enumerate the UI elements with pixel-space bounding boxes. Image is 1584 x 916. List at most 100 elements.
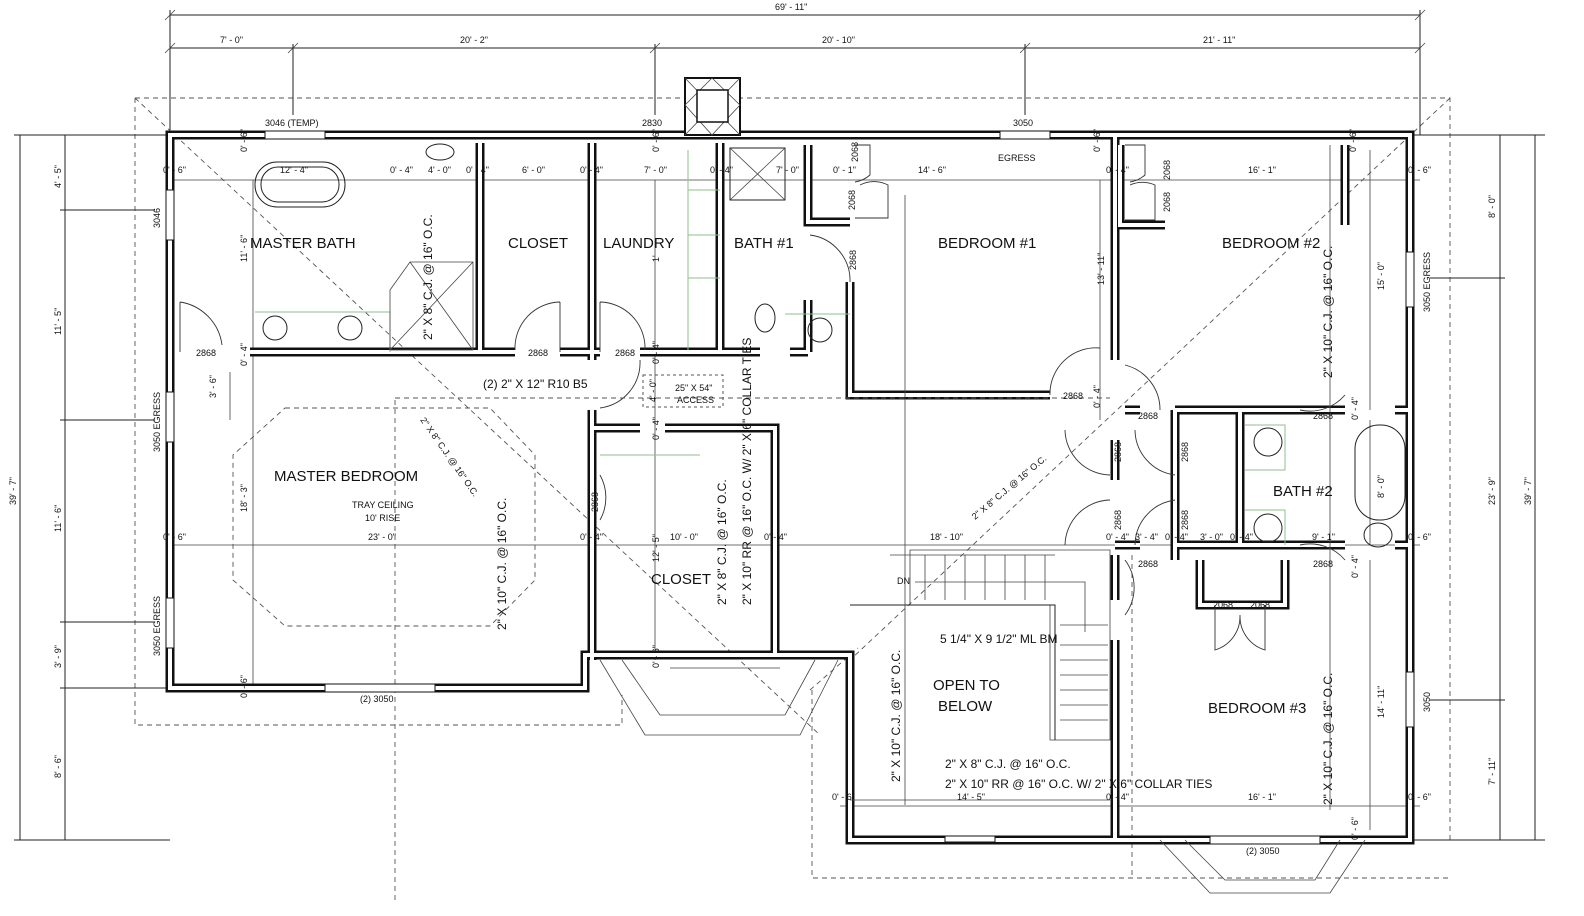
joist-note: 2" X 10" C.J. @ 16" O.C. — [1321, 246, 1335, 378]
dim-label: 0' - 6" — [1348, 129, 1358, 152]
dim-label: 0' - 4" — [466, 165, 489, 175]
left-dim: 8' - 6" — [53, 755, 63, 778]
door-label: 2868 — [1313, 559, 1333, 569]
dim-label: 0' - 6" — [163, 532, 186, 542]
tray-ceiling-rise: 10' RISE — [365, 513, 400, 523]
right-dim: 7' - 11" — [1487, 758, 1497, 785]
room-bath-1: BATH #1 — [734, 235, 794, 252]
dim-label: 0' - 4" — [239, 343, 249, 366]
dim-label: 16' - 1" — [1248, 792, 1276, 802]
right-dim: 23' - 9" — [1487, 477, 1497, 505]
open-to-below: OPEN TO — [933, 677, 1000, 694]
doors — [179, 144, 1346, 651]
dimension-lines — [14, 9, 1545, 841]
dim-label: 0' - 4" — [1350, 397, 1360, 420]
door-label: 2868 — [1180, 510, 1190, 530]
window-label: 3046 — [152, 208, 162, 228]
dim-label: 8' - 0" — [1376, 475, 1386, 498]
tray-ceiling-note: TRAY CEILING — [352, 500, 414, 510]
dim-label: 10' - 0" — [670, 532, 698, 542]
room-bedroom-2: BEDROOM #2 — [1222, 235, 1320, 252]
room-closet-2: CLOSET — [651, 571, 711, 588]
dim-label: 0' - 4" — [1165, 532, 1188, 542]
room-bedroom-1: BEDROOM #1 — [938, 235, 1036, 252]
windows — [165, 130, 1415, 845]
row3-dimensions: 0' - 6" 14' - 5" 0' - 4" 16' - 1" 0' - 6… — [832, 792, 1431, 802]
room-master-bath: MASTER BATH — [250, 235, 356, 252]
tray-ceiling-outline — [232, 145, 1331, 810]
dim-label: 12' - 5" — [651, 534, 661, 562]
joist-note: 2" X 8" C.J. @ 16" O.C. — [715, 479, 729, 605]
dim-label: 0' - 6" — [1408, 165, 1431, 175]
left-dim: 11' - 6" — [53, 505, 63, 532]
left-dim: 11' - 5" — [53, 308, 63, 335]
dim-label: 0' - 4" — [390, 165, 413, 175]
access-size: 25" X 54" — [675, 383, 712, 393]
dim-label: 0' - 1" — [833, 165, 856, 175]
dim-label: 13' - 11" — [1096, 253, 1106, 285]
left-dim: 3' - 6" — [208, 375, 218, 398]
door-label: 2068 — [1250, 600, 1270, 610]
dim-label: 0' - 4" — [764, 532, 787, 542]
dim-label: 4' - 0" — [648, 379, 658, 402]
dim-label: 15' - 0" — [1376, 262, 1386, 290]
dim-label: 6' - 0" — [522, 165, 545, 175]
dim-label: 0' - 4" — [1106, 532, 1129, 542]
dim-label: 0' - 6" — [1092, 129, 1102, 152]
row2-dimensions: 0' - 6" 23' - 0" 0' - 4" 10' - 0" 0' - 4… — [163, 532, 1431, 542]
dim-label: 14' - 5" — [957, 792, 985, 802]
door-label: 2868 — [528, 348, 548, 358]
wall-dimensions: 0' - 6" 0' - 6" 0' - 6" 0' - 6" 0' - 4" … — [239, 129, 1360, 840]
dim-label: 3' - 0" — [1200, 532, 1223, 542]
overall-depth-right: 39' - 7" — [1523, 477, 1533, 505]
roof-outline — [134, 97, 1451, 900]
dim-label: 12' - 4" — [280, 165, 308, 175]
rafter-note: 2" X 10" RR @ 16" O.C. W/ 2" X 6" COLLAR… — [945, 777, 1212, 791]
door-label: 2868 — [1113, 442, 1123, 462]
bay-windows — [599, 659, 1366, 894]
window-label: (2) 3050 — [1246, 846, 1280, 856]
stairs[interactable] — [850, 549, 1111, 741]
dim-label: 0' - 6" — [651, 129, 661, 152]
dim-label: 0' - 4" — [1350, 555, 1360, 578]
dim-label: 9' - 1" — [1312, 532, 1335, 542]
dim-label: 0' - 6" — [1408, 792, 1431, 802]
window-label: 3050 — [1013, 118, 1033, 128]
room-bath-2: BATH #2 — [1273, 483, 1333, 500]
top-dim: 20' - 10" — [822, 35, 855, 45]
window-label: 2830 — [642, 118, 662, 128]
joist-note: 2" X 10" C.J. @ 16" O.C. — [495, 498, 509, 630]
dim-label: 0' - 6" — [651, 645, 661, 668]
joist-note: 2" X 8" C.J. @ 16" O.C. — [421, 214, 435, 340]
top-dim: 20' - 2" — [460, 35, 488, 45]
room-master-bedroom: MASTER BEDROOM — [274, 468, 418, 485]
access-label: ACCESS — [677, 395, 714, 405]
joist-note: 2" X 8" C.J. @ 16" O.C. — [945, 757, 1071, 771]
left-dim: 3' - 9" — [53, 645, 63, 668]
room-dimensions: 11' - 6" 1' 13' - 11" 15' - 0" 18' - 3" … — [239, 235, 1386, 718]
door-label: 2868 — [1180, 442, 1190, 462]
dim-label: 18' - 3" — [239, 484, 249, 512]
door-label: 2868 — [848, 250, 858, 270]
door-label: 2868 — [615, 348, 635, 358]
dim-label: 23' - 0" — [368, 532, 396, 542]
door-label: 2868 — [1313, 411, 1333, 421]
dim-label: 7' - 0" — [644, 165, 667, 175]
door-label: 2868 — [1063, 391, 1083, 401]
structural-notes: (2) 2" X 12" R10 B5 25" X 54" ACCESS 2" … — [418, 214, 1335, 805]
dim-label: 0' - 6" — [163, 165, 186, 175]
dim-label: 4' - 0" — [428, 165, 451, 175]
dim-label: 1' — [651, 255, 661, 262]
door-label: 2068 — [1162, 192, 1172, 212]
door-label: 2868 — [1138, 559, 1158, 569]
room-labels: MASTER BATH CLOSET LAUNDRY BATH #1 BEDRO… — [250, 235, 1333, 717]
room-closet: CLOSET — [508, 235, 568, 252]
door-label: 2868 — [1113, 510, 1123, 530]
dim-label: 0' - 4" — [1230, 532, 1253, 542]
left-dim: 4' - 5" — [53, 165, 63, 188]
top-dim: 7' - 0" — [220, 35, 243, 45]
window-label: 3046 (TEMP) — [265, 118, 319, 128]
dim-label: 16' - 1" — [1248, 165, 1276, 175]
window-label: EGRESS — [998, 153, 1036, 163]
